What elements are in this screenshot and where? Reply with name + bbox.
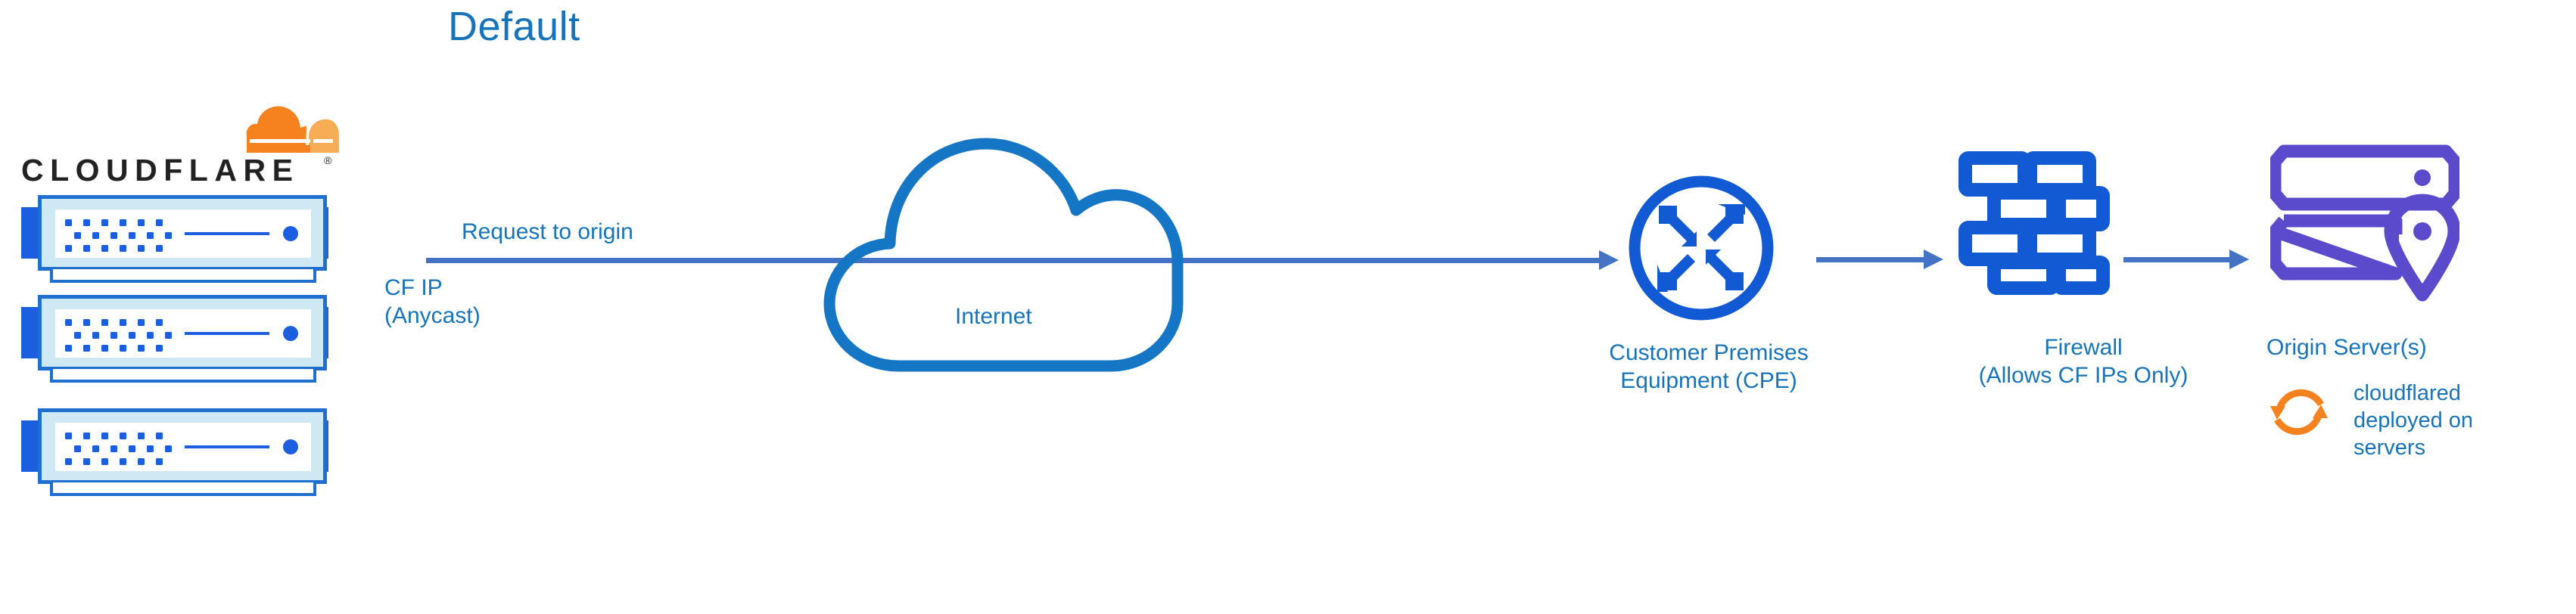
server-status-line bbox=[185, 232, 269, 235]
connector-cpe-to-firewall-arrowhead bbox=[1924, 250, 1943, 269]
registered-trademark-icon: ® bbox=[324, 154, 332, 166]
cloudflare-edge-server-1 bbox=[11, 195, 336, 286]
label-cpe: Customer Premises Equipment (CPE) bbox=[1609, 340, 1809, 393]
router-icon bbox=[1626, 172, 1777, 327]
server-ear-left bbox=[21, 307, 41, 358]
server-ear-left bbox=[21, 420, 41, 472]
label-cf-ip-anycast: CF IP (Anycast) bbox=[384, 275, 481, 328]
label-cloudflared-note: cloudflared deployed on servers bbox=[2354, 381, 2474, 460]
server-base bbox=[50, 269, 316, 283]
server-base bbox=[50, 482, 316, 496]
brick-wall-icon bbox=[1958, 151, 2110, 299]
page-title: Default bbox=[448, 4, 580, 49]
cloudflare-wordmark: CLOUDFLARE bbox=[21, 153, 300, 188]
server-status-line bbox=[185, 332, 269, 335]
server-port-grid bbox=[65, 219, 186, 259]
server-location-pin-icon bbox=[2268, 144, 2462, 306]
connector-firewall-to-origin-line bbox=[2123, 257, 2235, 262]
server-status-line bbox=[185, 445, 269, 448]
label-origin-server: Origin Server(s) bbox=[2266, 335, 2427, 360]
server-power-led bbox=[283, 439, 298, 454]
internet-cloud-icon bbox=[816, 109, 1194, 385]
server-base bbox=[50, 369, 316, 383]
cloudflare-edge-server-2 bbox=[11, 295, 336, 386]
connector-cpe-to-firewall-line bbox=[1816, 257, 1930, 262]
server-ear-left bbox=[21, 207, 41, 259]
server-port-grid bbox=[65, 433, 186, 473]
connector-edge-to-cpe-line bbox=[426, 258, 1608, 263]
sync-arrows-icon bbox=[2267, 380, 2331, 448]
label-internet: Internet bbox=[955, 304, 1032, 329]
cloudflare-edge-server-3 bbox=[11, 408, 336, 499]
label-firewall: Firewall (Allows CF IPs Only) bbox=[1978, 335, 2189, 388]
server-chassis bbox=[38, 295, 327, 371]
label-request-to-origin: Request to origin bbox=[462, 219, 633, 244]
server-power-led bbox=[283, 226, 298, 241]
server-power-led bbox=[283, 326, 298, 341]
cloudflare-logo: CLOUDFLARE ® bbox=[21, 106, 339, 195]
cloudflare-cloud-icon bbox=[203, 106, 339, 164]
connector-edge-to-cpe-arrowhead bbox=[1599, 250, 1619, 270]
server-port-grid bbox=[65, 319, 186, 359]
connector-firewall-to-origin-arrowhead bbox=[2229, 250, 2249, 269]
